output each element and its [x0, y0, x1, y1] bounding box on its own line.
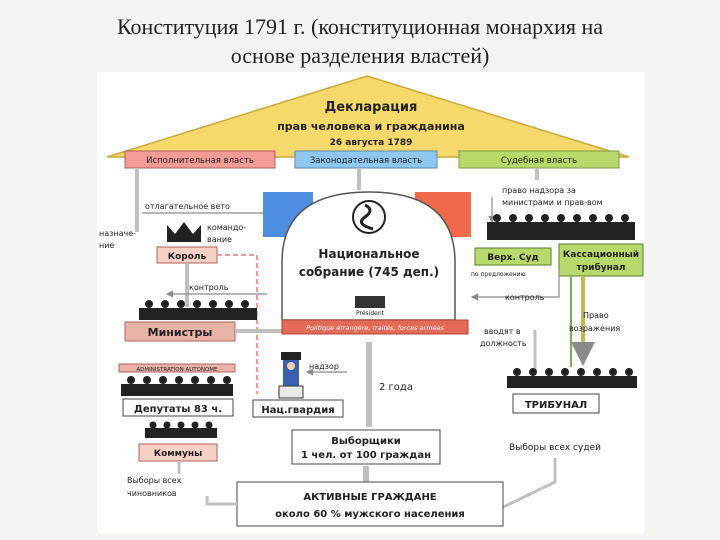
deputies-box: [122, 398, 234, 417]
judiciary-control-label: контроль: [505, 293, 545, 302]
policy-label: Politique étrangère, traités, forces arm…: [306, 324, 444, 332]
assembly-line-1: Национальное: [318, 247, 419, 261]
supreme-court-box: [474, 247, 552, 266]
on-proposal-label: по предложению: [471, 271, 526, 278]
deputies-label: Депутаты 83 ч.: [134, 404, 222, 415]
supervision-label: надзор: [309, 362, 339, 371]
communes-label: Коммуны: [154, 449, 202, 459]
electors-line-1: Выборщики: [331, 435, 401, 447]
appointment-label-1: назначе-: [99, 229, 136, 238]
legislative-power-label: Законодательная власть: [310, 156, 422, 166]
tribunal-box: [512, 393, 600, 414]
legislative-power: [294, 150, 438, 169]
president-label: Président: [356, 310, 385, 317]
guard-label: Нац.гвардия: [261, 405, 334, 416]
electors-line-2: 1 чел. от 100 граждан: [301, 450, 431, 461]
electors-box: [291, 429, 441, 465]
constitution-diagram: Декларация прав человека и гражданина 26…: [97, 72, 645, 534]
king-label: Король: [168, 252, 207, 262]
objection-label-1: Право: [583, 311, 609, 320]
elections-label-2: чиновников: [127, 489, 177, 498]
cassation-label-2: трибунал: [577, 262, 626, 273]
powers-row: Исполнительная власть Законодательная вл…: [124, 150, 620, 169]
tribunal-bench-icon: [507, 368, 637, 388]
tribunal-label: ТРИБУНАЛ: [525, 400, 587, 411]
king-command-line: [217, 254, 258, 394]
term-label: 2 года: [379, 382, 413, 393]
slide-title: Конституция 1791 г. (конституционная мон…: [0, 12, 720, 70]
communes-bench-icon: [145, 421, 217, 438]
appoint-label-1: вводят в: [484, 327, 521, 336]
cassation-label-1: Кассационный: [563, 250, 639, 260]
citizens-line-1: АКТИВНЫЕ ГРАЖДАНЕ: [303, 492, 436, 503]
national-assembly: Politique étrangère, traités, forces arm…: [263, 191, 471, 335]
roof-line-2: прав человека и гражданина: [277, 120, 465, 133]
judge-elections-label: Выборы всех судей: [509, 443, 601, 453]
administration-label: ADMINISTRATION AUTONOME: [136, 367, 218, 373]
citizens-to-officials: [205, 496, 237, 506]
ministers-bench-icon: [139, 300, 257, 320]
command-label-2: вание: [207, 235, 232, 244]
judge-bench-icon: [487, 214, 635, 240]
citizens-line-2: около 60 % мужского населения: [275, 509, 465, 520]
executive-power: [124, 150, 276, 169]
crown-icon: [167, 222, 201, 242]
declaration-roof: Декларация прав человека и гражданина 26…: [106, 75, 630, 158]
judicial-power-label: Судебная власть: [501, 156, 577, 166]
appoint-label-2: должность: [480, 339, 527, 348]
cassation-box: [558, 243, 644, 277]
judge-elections-arrow: [492, 458, 557, 514]
roof-line-1: Декларация: [325, 100, 418, 115]
control-label: контроль: [189, 283, 229, 292]
executive-power-label: Исполнительная власть: [146, 156, 254, 166]
title-line-2: основе разделения властей): [230, 43, 490, 68]
guard-box: [252, 399, 344, 418]
citizens-box: [236, 481, 504, 527]
objection-label-2: возражения: [569, 324, 620, 333]
oversight-label-1: право надзора за: [502, 186, 576, 195]
guard-icon: [278, 352, 304, 399]
deputies-bench-icon: [121, 376, 233, 396]
elections-label-1: Выборы всех: [127, 476, 182, 485]
appointment-label-2: ние: [99, 241, 114, 250]
administration-bar: [118, 363, 236, 373]
command-label-1: командо-: [207, 223, 246, 232]
constitution-icon: [352, 200, 386, 234]
supreme-court-label: Верх. Суд: [487, 253, 539, 263]
assembly-line-2: собрание (745 деп.): [299, 265, 439, 279]
roof-line-3: 26 августа 1789: [330, 138, 413, 148]
title-line-1: Конституция 1791 г. (конституционная мон…: [116, 14, 604, 39]
oversight-label-2: министрами и прав-вом: [502, 198, 603, 207]
policy-bar: [281, 319, 469, 335]
ministers-label: Министры: [148, 326, 213, 339]
judiciary-control-line: [470, 270, 560, 301]
veto-label: отлагательное вето: [145, 202, 230, 211]
